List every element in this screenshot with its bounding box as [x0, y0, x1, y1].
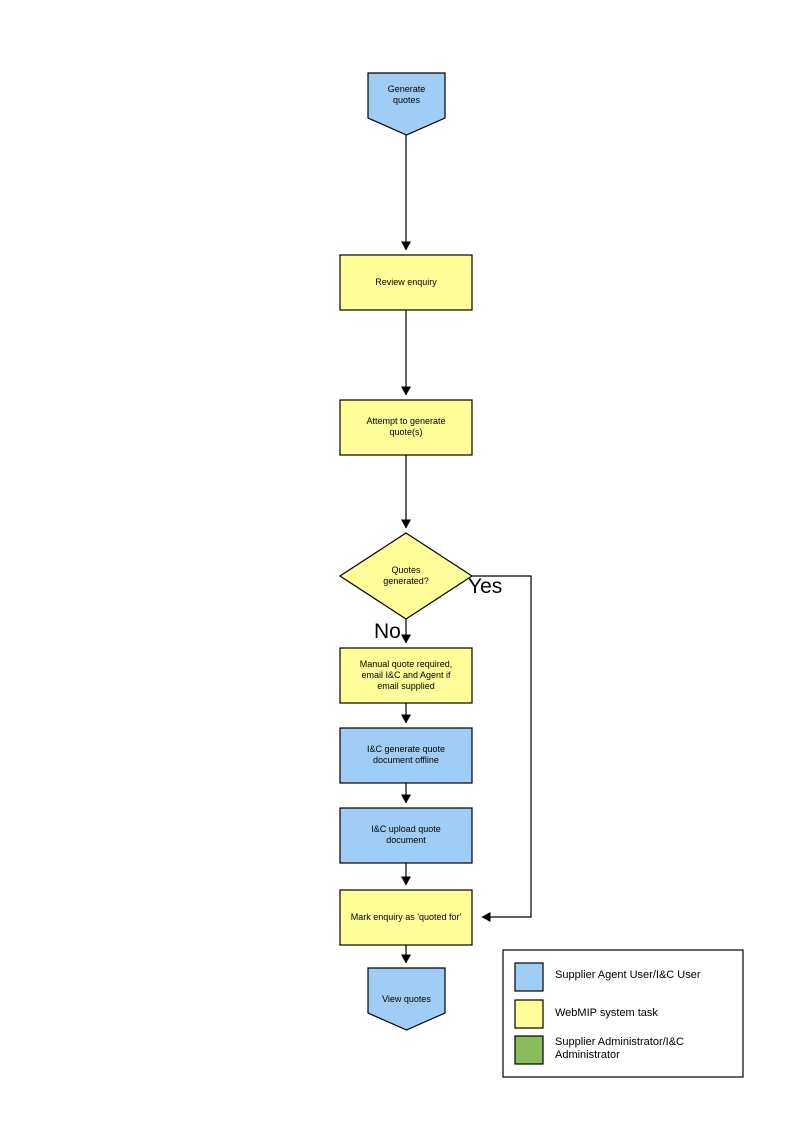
legend-label-supplier-agent-user: Supplier Agent User/I&C User: [555, 969, 701, 981]
node-mark-enquiry-quoted-for[interactable]: [339, 889, 473, 946]
node-manual-quote-required[interactable]: [339, 647, 473, 704]
legend-swatch-supplier-agent-user: [514, 962, 544, 992]
edge-label-yes: Yes: [468, 575, 503, 598]
legend-box: [502, 949, 744, 1078]
legend-swatch-supplier-administrator: [514, 1035, 544, 1065]
node-ic-upload-quote-document[interactable]: [339, 807, 473, 864]
legend-label-supplier-administrator: Supplier Administrator/I&C Administrator: [555, 1036, 684, 1061]
node-generate-quotes[interactable]: [367, 72, 446, 136]
edge-label-no: No: [374, 620, 401, 643]
node-quotes-generated-decision[interactable]: [338, 532, 474, 620]
node-shapes: [338, 72, 474, 1031]
legend-label-webmip-system-task: WebMIP system task: [555, 1007, 658, 1019]
node-ic-generate-quote-offline[interactable]: [339, 727, 473, 784]
node-attempt-generate-quotes[interactable]: [339, 399, 473, 456]
node-review-enquiry[interactable]: [339, 254, 473, 311]
legend-swatch-webmip-system-task: [514, 999, 544, 1029]
edge-decision-yes-to-mark: [472, 575, 532, 922]
connectors: [401, 135, 532, 964]
node-view-quotes[interactable]: [367, 967, 446, 1031]
